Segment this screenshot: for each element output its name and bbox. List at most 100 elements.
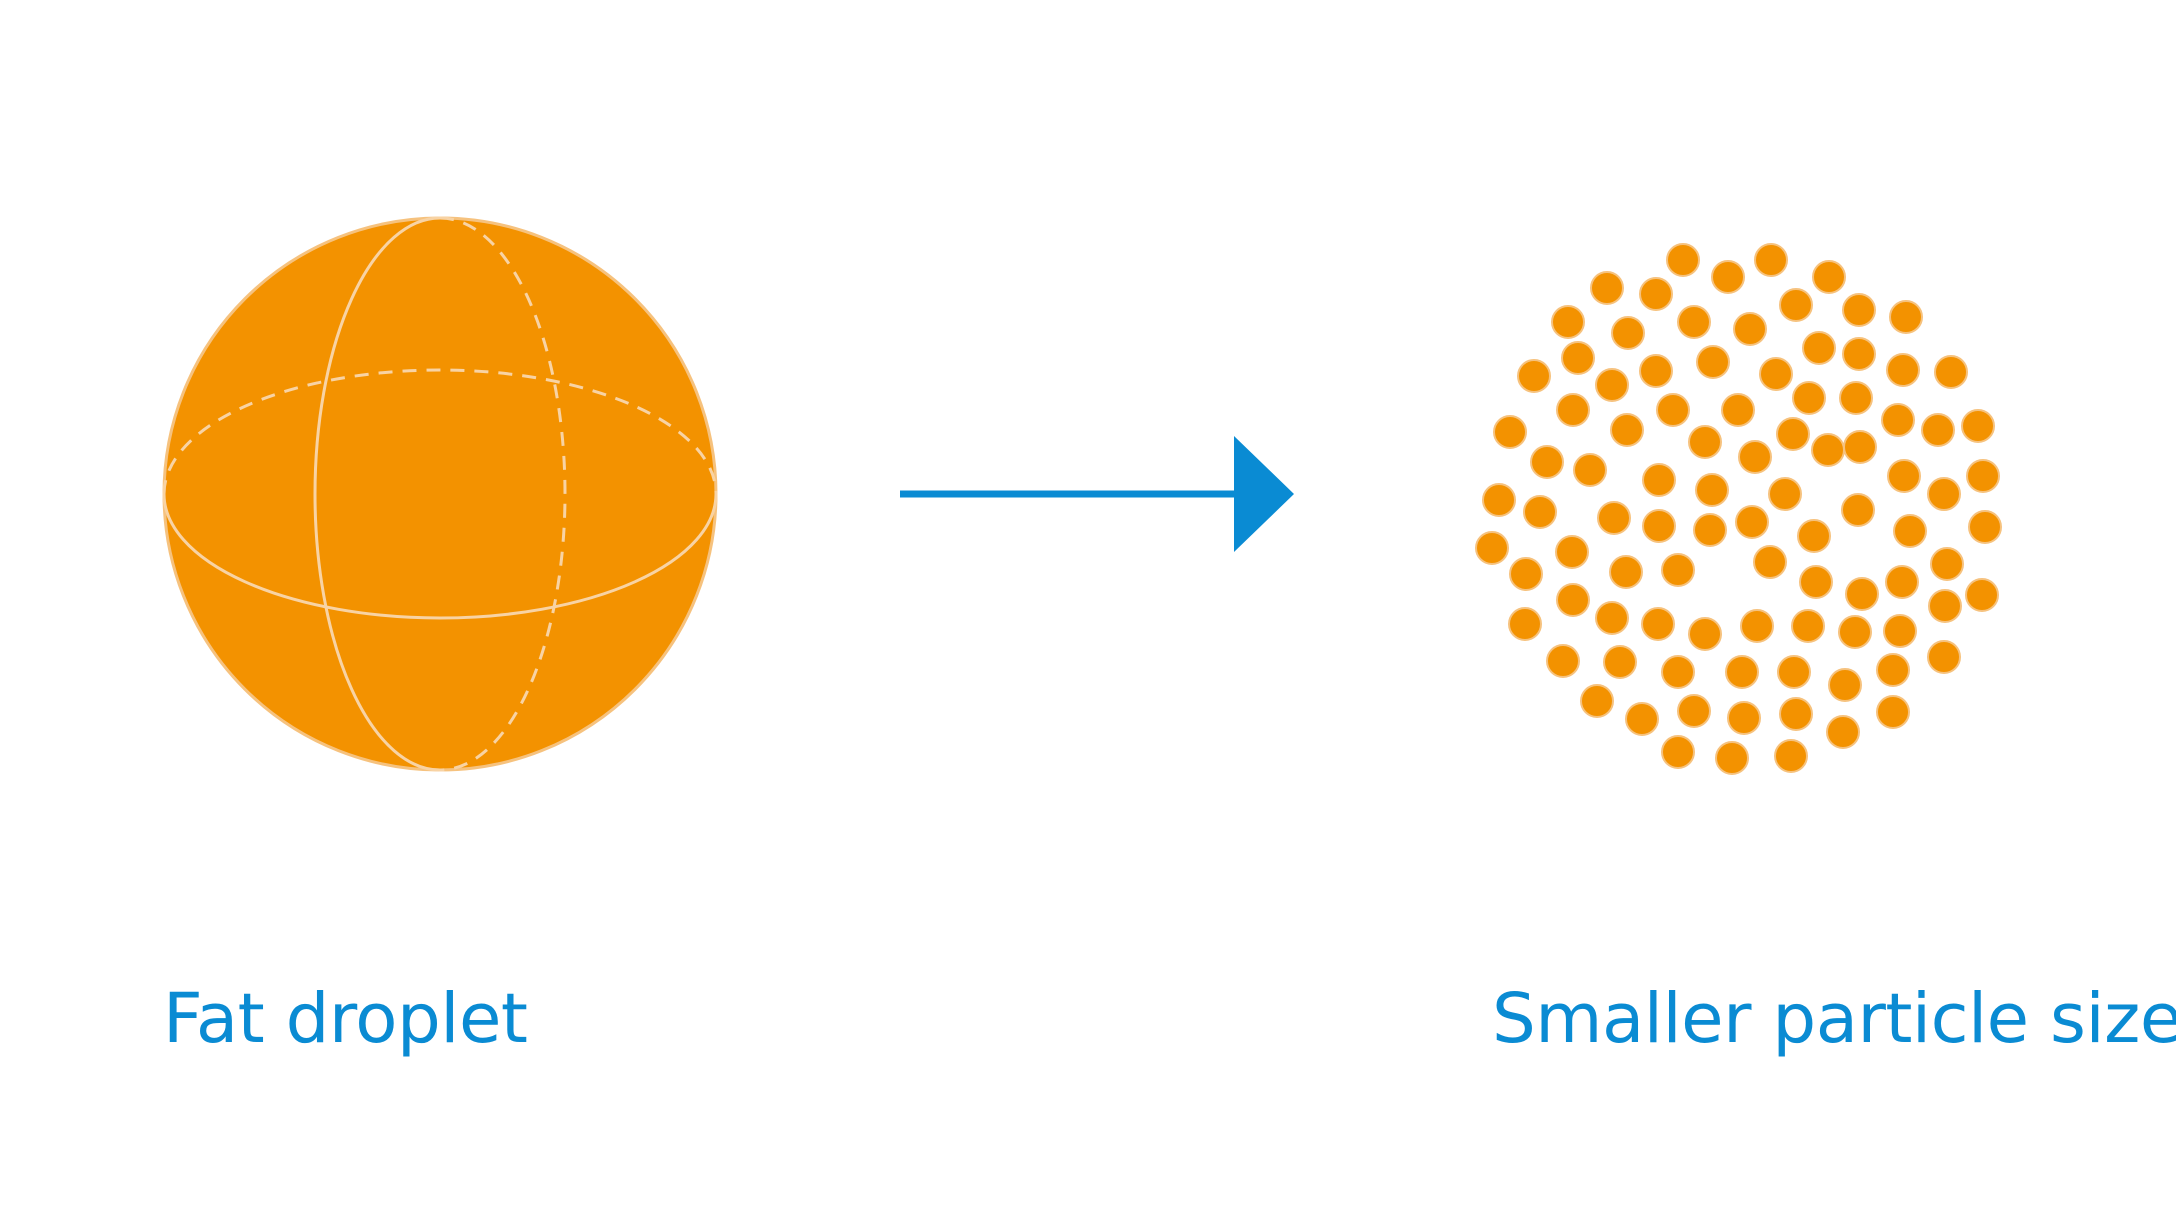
- small-particle: [1610, 413, 1644, 447]
- small-particle: [1965, 578, 1999, 612]
- small-particle: [1530, 445, 1564, 479]
- small-particle: [1475, 531, 1509, 565]
- small-particle: [1509, 557, 1543, 591]
- small-particle: [1721, 393, 1755, 427]
- small-particle: [1934, 355, 1968, 389]
- arrow-right-icon: [900, 436, 1294, 552]
- small-particle: [1799, 565, 1833, 599]
- small-particle: [1839, 381, 1873, 415]
- small-particle: [1842, 337, 1876, 371]
- small-particle: [1603, 645, 1637, 679]
- small-particle: [1776, 417, 1810, 451]
- small-particle: [1725, 655, 1759, 689]
- small-particle: [1930, 547, 1964, 581]
- small-particle: [1883, 614, 1917, 648]
- small-particle: [1711, 260, 1745, 294]
- small-particle: [1556, 583, 1590, 617]
- small-particle: [1595, 368, 1629, 402]
- small-particle: [1885, 565, 1919, 599]
- small-particle: [1733, 312, 1767, 346]
- fat-droplet-label: Fat droplet: [163, 979, 528, 1059]
- small-particle: [1595, 601, 1629, 635]
- small-particle: [1523, 495, 1557, 529]
- small-particle: [1966, 459, 2000, 493]
- small-particle: [1677, 305, 1711, 339]
- small-particle: [1841, 493, 1875, 527]
- small-particle: [1754, 243, 1788, 277]
- smaller-particle-size-label: Smaller particle size: [1492, 979, 2176, 1059]
- small-particle: [1735, 505, 1769, 539]
- small-particle: [1889, 300, 1923, 334]
- small-particle: [1779, 697, 1813, 731]
- small-particle: [1493, 415, 1527, 449]
- small-particle: [1661, 655, 1695, 689]
- small-particle: [1517, 359, 1551, 393]
- small-particle: [1738, 440, 1772, 474]
- small-particle: [1797, 519, 1831, 553]
- small-particle: [1812, 260, 1846, 294]
- small-particle: [1693, 513, 1727, 547]
- small-particle: [1597, 501, 1631, 535]
- small-particle: [1556, 393, 1590, 427]
- arrow-head: [1234, 436, 1294, 552]
- small-particle: [1828, 668, 1862, 702]
- small-particle: [1961, 409, 1995, 443]
- small-particle: [1968, 510, 2002, 544]
- small-particle: [1641, 607, 1675, 641]
- small-particle: [1779, 288, 1813, 322]
- small-particle: [1696, 345, 1730, 379]
- sphere-body: [162, 216, 718, 772]
- small-particle: [1642, 509, 1676, 543]
- small-particle: [1611, 316, 1645, 350]
- small-particle: [1590, 271, 1624, 305]
- small-particle: [1811, 433, 1845, 467]
- small-particle: [1826, 715, 1860, 749]
- small-particle: [1843, 430, 1877, 464]
- small-particle: [1656, 393, 1690, 427]
- small-particle: [1792, 381, 1826, 415]
- small-particle: [1921, 413, 1955, 447]
- small-particle: [1881, 403, 1915, 437]
- small-particle: [1893, 514, 1927, 548]
- sphere-equator-back: [162, 368, 718, 495]
- small-particle: [1561, 341, 1595, 375]
- small-particle: [1695, 473, 1729, 507]
- small-particle: [1740, 609, 1774, 643]
- small-particle: [1777, 655, 1811, 689]
- small-particle: [1482, 483, 1516, 517]
- fat-droplet-sphere-icon: [162, 216, 718, 772]
- small-particle: [1727, 701, 1761, 735]
- small-particle: [1688, 425, 1722, 459]
- small-particle: [1639, 277, 1673, 311]
- small-particle: [1688, 617, 1722, 651]
- small-particle: [1508, 607, 1542, 641]
- small-particle: [1927, 640, 1961, 674]
- small-particle: [1842, 293, 1876, 327]
- small-particle: [1551, 305, 1585, 339]
- small-particle: [1802, 331, 1836, 365]
- small-particle: [1768, 477, 1802, 511]
- small-particle: [1774, 739, 1808, 773]
- small-particle: [1580, 684, 1614, 718]
- small-particle: [1886, 353, 1920, 387]
- small-particle: [1845, 577, 1879, 611]
- small-particle: [1759, 357, 1793, 391]
- sphere-meridian-back: [439, 216, 567, 772]
- small-particle: [1876, 653, 1910, 687]
- small-particle: [1609, 555, 1643, 589]
- small-particle: [1642, 463, 1676, 497]
- small-particle: [1791, 609, 1825, 643]
- particle-cluster-icon: [1475, 243, 2002, 775]
- small-particle: [1715, 741, 1749, 775]
- small-particle: [1573, 453, 1607, 487]
- small-particle: [1546, 644, 1580, 678]
- sphere-meridian-front: [313, 216, 441, 772]
- small-particle: [1753, 545, 1787, 579]
- small-particle: [1555, 535, 1589, 569]
- small-particle: [1661, 735, 1695, 769]
- small-particle: [1666, 243, 1700, 277]
- small-particle: [1838, 615, 1872, 649]
- small-particle: [1876, 695, 1910, 729]
- sphere-equator-front: [162, 493, 718, 620]
